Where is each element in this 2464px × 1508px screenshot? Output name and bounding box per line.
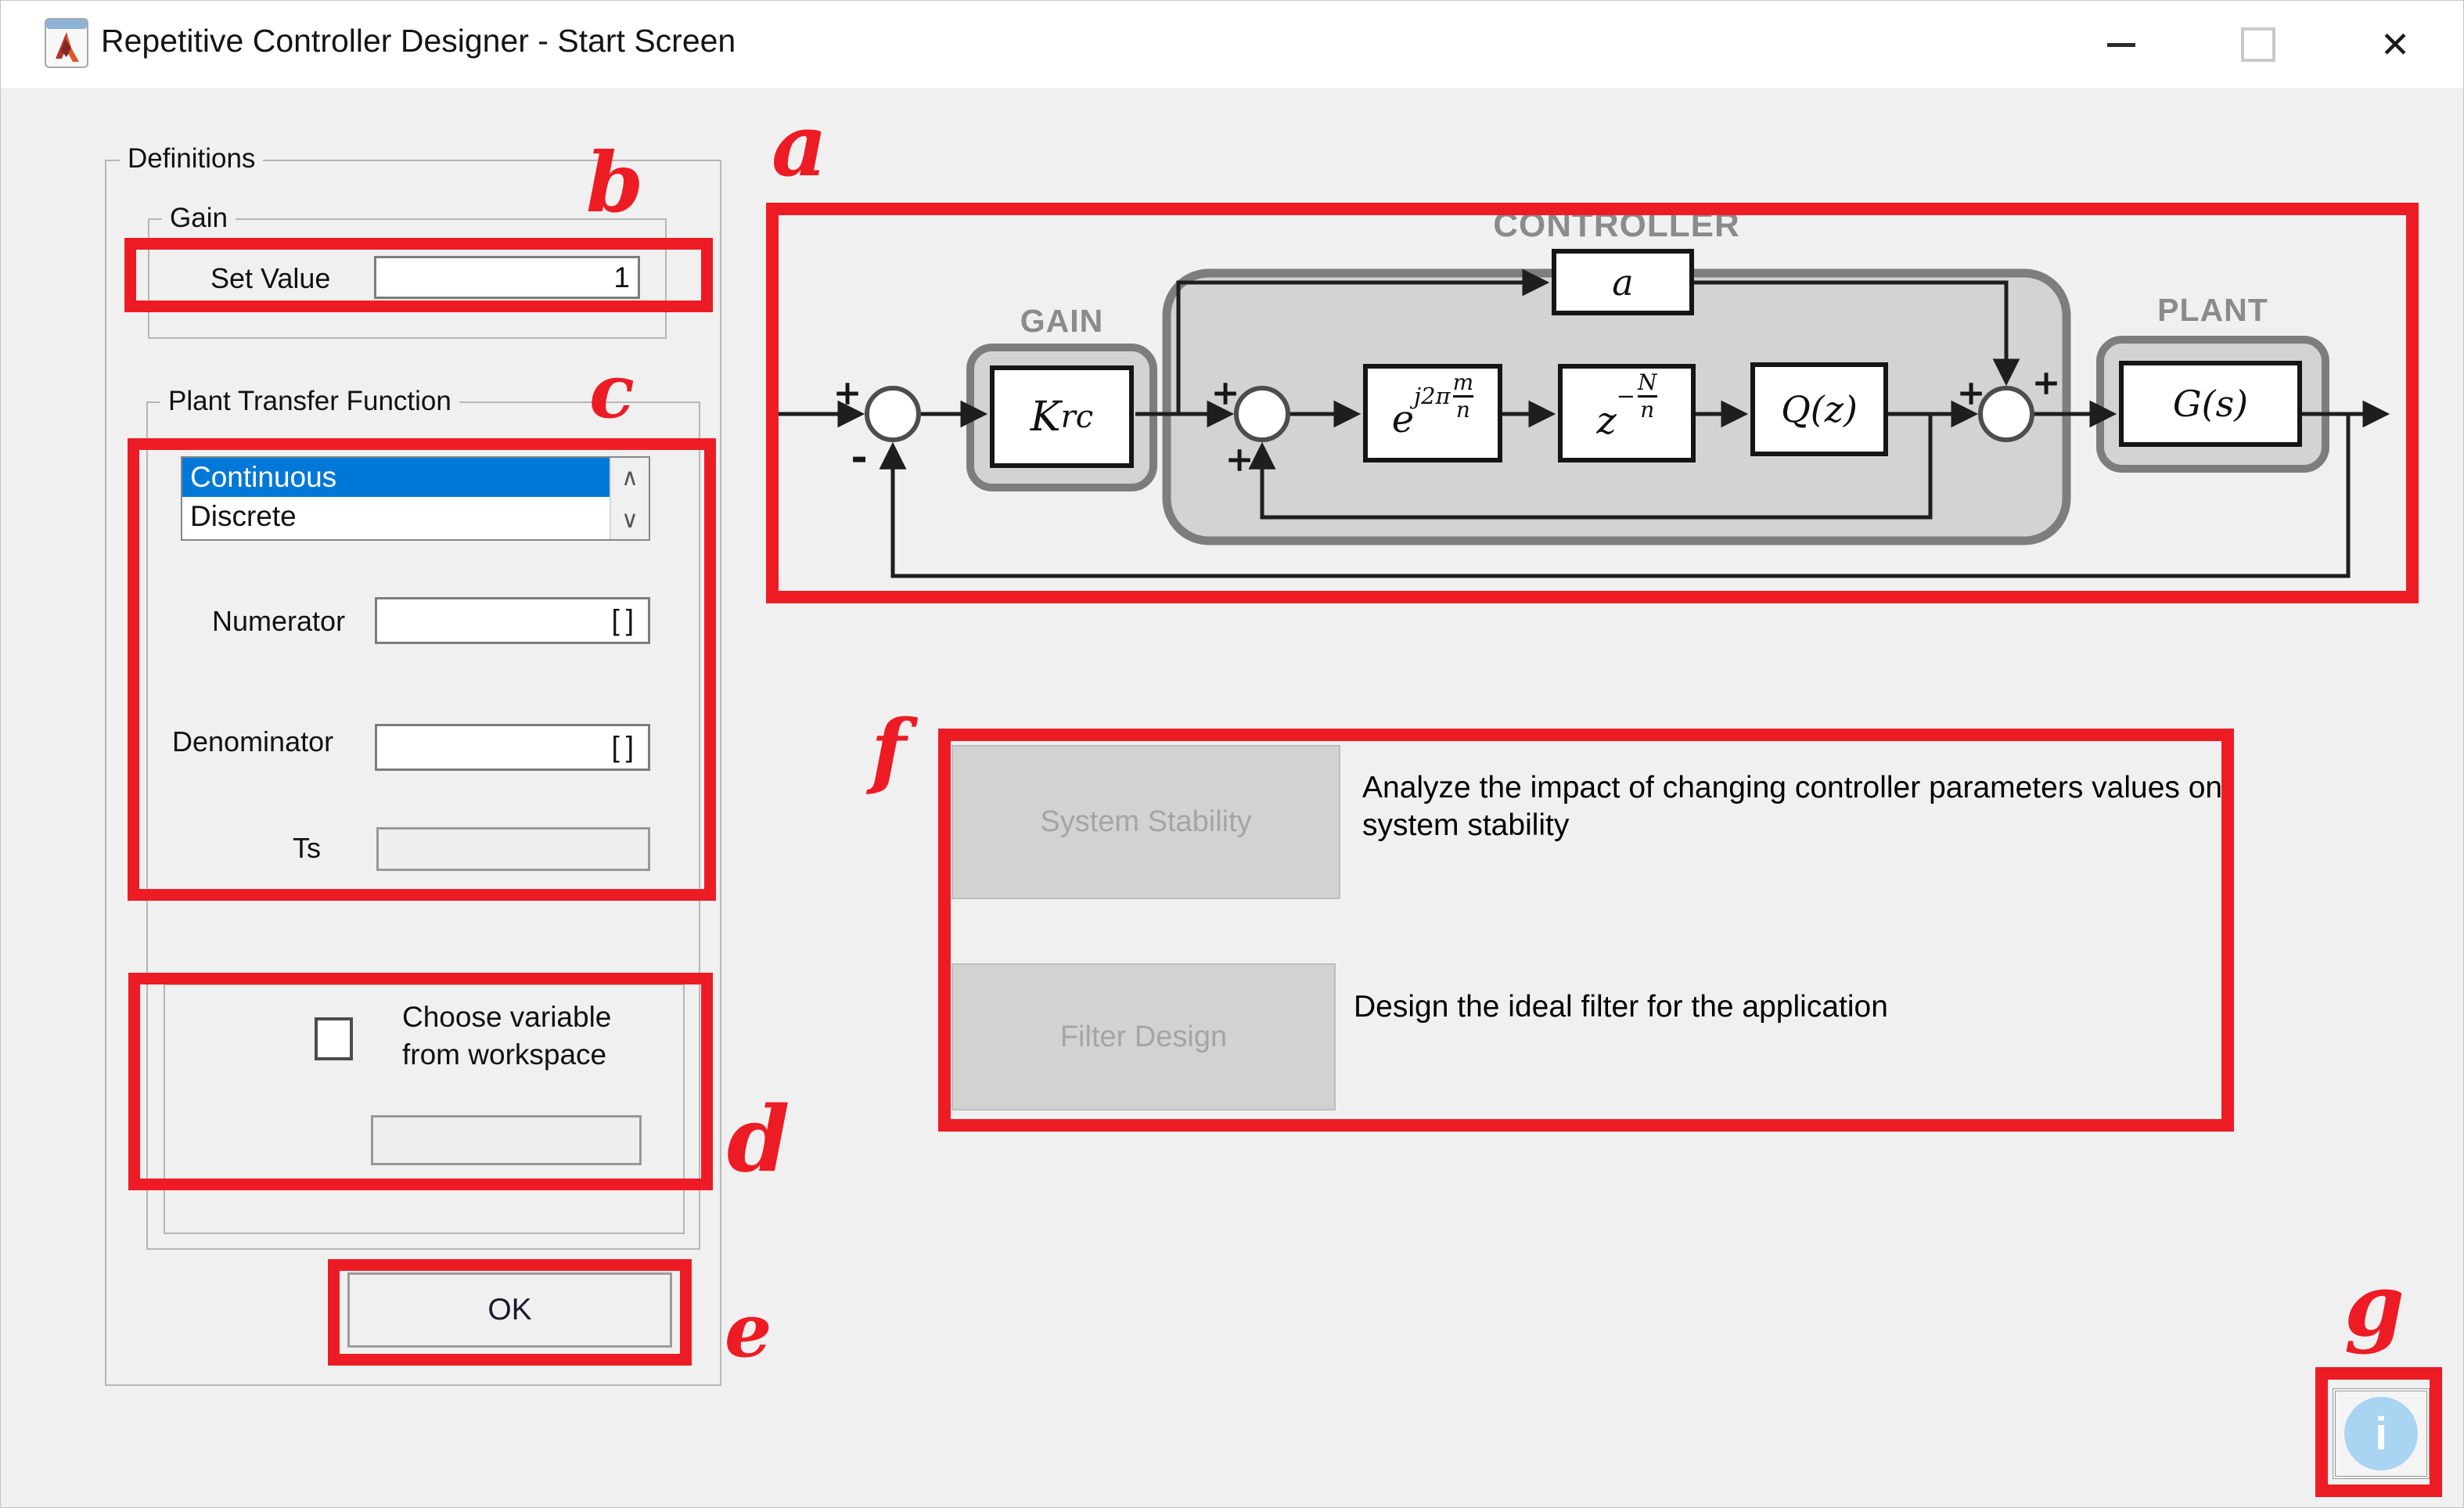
listbox-scrollbar[interactable]: ∧ ∨ <box>610 458 649 539</box>
workspace-variable-input[interactable] <box>371 1115 642 1165</box>
a-to-sum3-line <box>1694 280 2020 387</box>
definitions-label: Definitions <box>120 143 264 175</box>
krc-main: K <box>1030 393 1061 441</box>
minimize-icon <box>2107 42 2135 47</box>
sum1-plus-sign: + <box>833 373 862 413</box>
annotation-letter-c: c <box>589 348 635 435</box>
ok-button[interactable]: OK <box>347 1272 672 1348</box>
delay-sup-sign: − <box>1616 383 1636 409</box>
gain-zone-label: GAIN <box>1020 303 1104 339</box>
minimize-button[interactable] <box>2070 1 2172 88</box>
sum-junction-2 <box>1234 386 1290 442</box>
numerator-input[interactable]: [] <box>375 597 650 644</box>
system-stability-description: Analyze the impact of changing controlle… <box>1362 771 2223 842</box>
numerator-label: Numerator <box>212 605 346 637</box>
gain-group-label: Gain <box>162 203 236 234</box>
inner-feedback-line <box>1248 414 1933 520</box>
denominator-label: Denominator <box>172 725 334 758</box>
exp-block: e j2π m n <box>1363 364 1502 462</box>
annotation-letter-a: a <box>772 95 828 196</box>
ts-input[interactable] <box>376 827 650 871</box>
info-icon: i <box>2344 1397 2418 1470</box>
delay-frac-num: N <box>1638 369 1657 395</box>
sum-junction-3 <box>1978 386 2034 442</box>
workspace-checkbox-label-line1: Choose variable <box>402 1001 612 1033</box>
annotation-letter-g: g <box>2344 1254 2405 1355</box>
branch-to-a-line <box>1176 268 1550 414</box>
outer-feedback-line <box>879 414 2351 578</box>
workspace-group <box>164 984 685 1234</box>
set-value-input[interactable]: 1 <box>374 256 640 299</box>
a-block: a <box>1552 249 1694 315</box>
plant-tf-label: Plant Transfer Function <box>160 386 459 417</box>
sum2-plus-bottom-sign: + <box>1225 440 1254 480</box>
controller-zone-label: CONTROLLER <box>1493 206 1740 244</box>
sum2-plus-left-sign: + <box>1211 373 1240 413</box>
q-block: Q(z) <box>1750 362 1888 456</box>
plant-block-label: G(s) <box>2172 383 2249 425</box>
close-icon: ✕ <box>2379 24 2411 65</box>
scroll-up-icon[interactable]: ∧ <box>621 464 638 491</box>
set-value-label: Set Value <box>210 262 331 294</box>
sum-junction-1 <box>865 386 921 442</box>
workspace-checkbox[interactable] <box>315 1017 353 1060</box>
annotation-letter-e: e <box>725 1287 772 1374</box>
tf-type-option-discrete[interactable]: Discrete <box>190 500 297 532</box>
sum3-plus-top-sign: + <box>2032 363 2061 403</box>
plant-block: G(s) <box>2119 361 2302 447</box>
q-block-label: Q(z) <box>1781 388 1858 430</box>
annotation-letter-d: d <box>727 1087 790 1193</box>
filter-design-description: Design the ideal filter for the applicat… <box>1354 990 1888 1024</box>
maximize-button[interactable] <box>2207 1 2309 88</box>
filter-design-button[interactable]: Filter Design <box>951 963 1336 1110</box>
annotation-letter-f: f <box>871 701 907 798</box>
workspace-checkbox-label-line2: from workspace <box>402 1038 607 1071</box>
matlab-icon <box>45 18 88 68</box>
exp-frac-den: n <box>1455 396 1470 423</box>
window-title: Repetitive Controller Designer - Start S… <box>101 23 736 59</box>
tf-type-option-continuous[interactable]: Continuous <box>182 458 610 497</box>
annotation-letter-b: b <box>586 134 644 231</box>
system-stability-button[interactable]: System Stability <box>951 745 1340 899</box>
close-button[interactable]: ✕ <box>2344 1 2446 88</box>
plant-zone-label: PLANT <box>2157 292 2268 328</box>
sum3-plus-left-sign: + <box>1957 373 1986 413</box>
delay-block: z − N n <box>1558 364 1696 462</box>
ts-label: Ts <box>293 832 321 864</box>
a-block-label: a <box>1612 261 1634 304</box>
exp-sup: j2π <box>1414 383 1451 409</box>
gain-group <box>148 218 667 339</box>
scroll-down-icon[interactable]: ∨ <box>621 506 638 533</box>
delay-base: z <box>1596 399 1617 443</box>
title-bar: Repetitive Controller Designer - Start S… <box>1 1 2463 88</box>
denominator-input[interactable]: [] <box>375 724 650 771</box>
tf-type-listbox[interactable]: Continuous Discrete ∧ ∨ <box>181 456 650 541</box>
delay-frac-den: n <box>1640 396 1655 423</box>
exp-base: e <box>1391 398 1415 441</box>
sum1-minus-sign: - <box>851 433 868 480</box>
exp-frac-num: m <box>1452 369 1474 395</box>
definitions-panel <box>105 160 721 1386</box>
krc-sub: rc <box>1060 398 1094 435</box>
info-button[interactable]: i <box>2333 1388 2430 1479</box>
maximize-icon <box>2241 27 2275 62</box>
